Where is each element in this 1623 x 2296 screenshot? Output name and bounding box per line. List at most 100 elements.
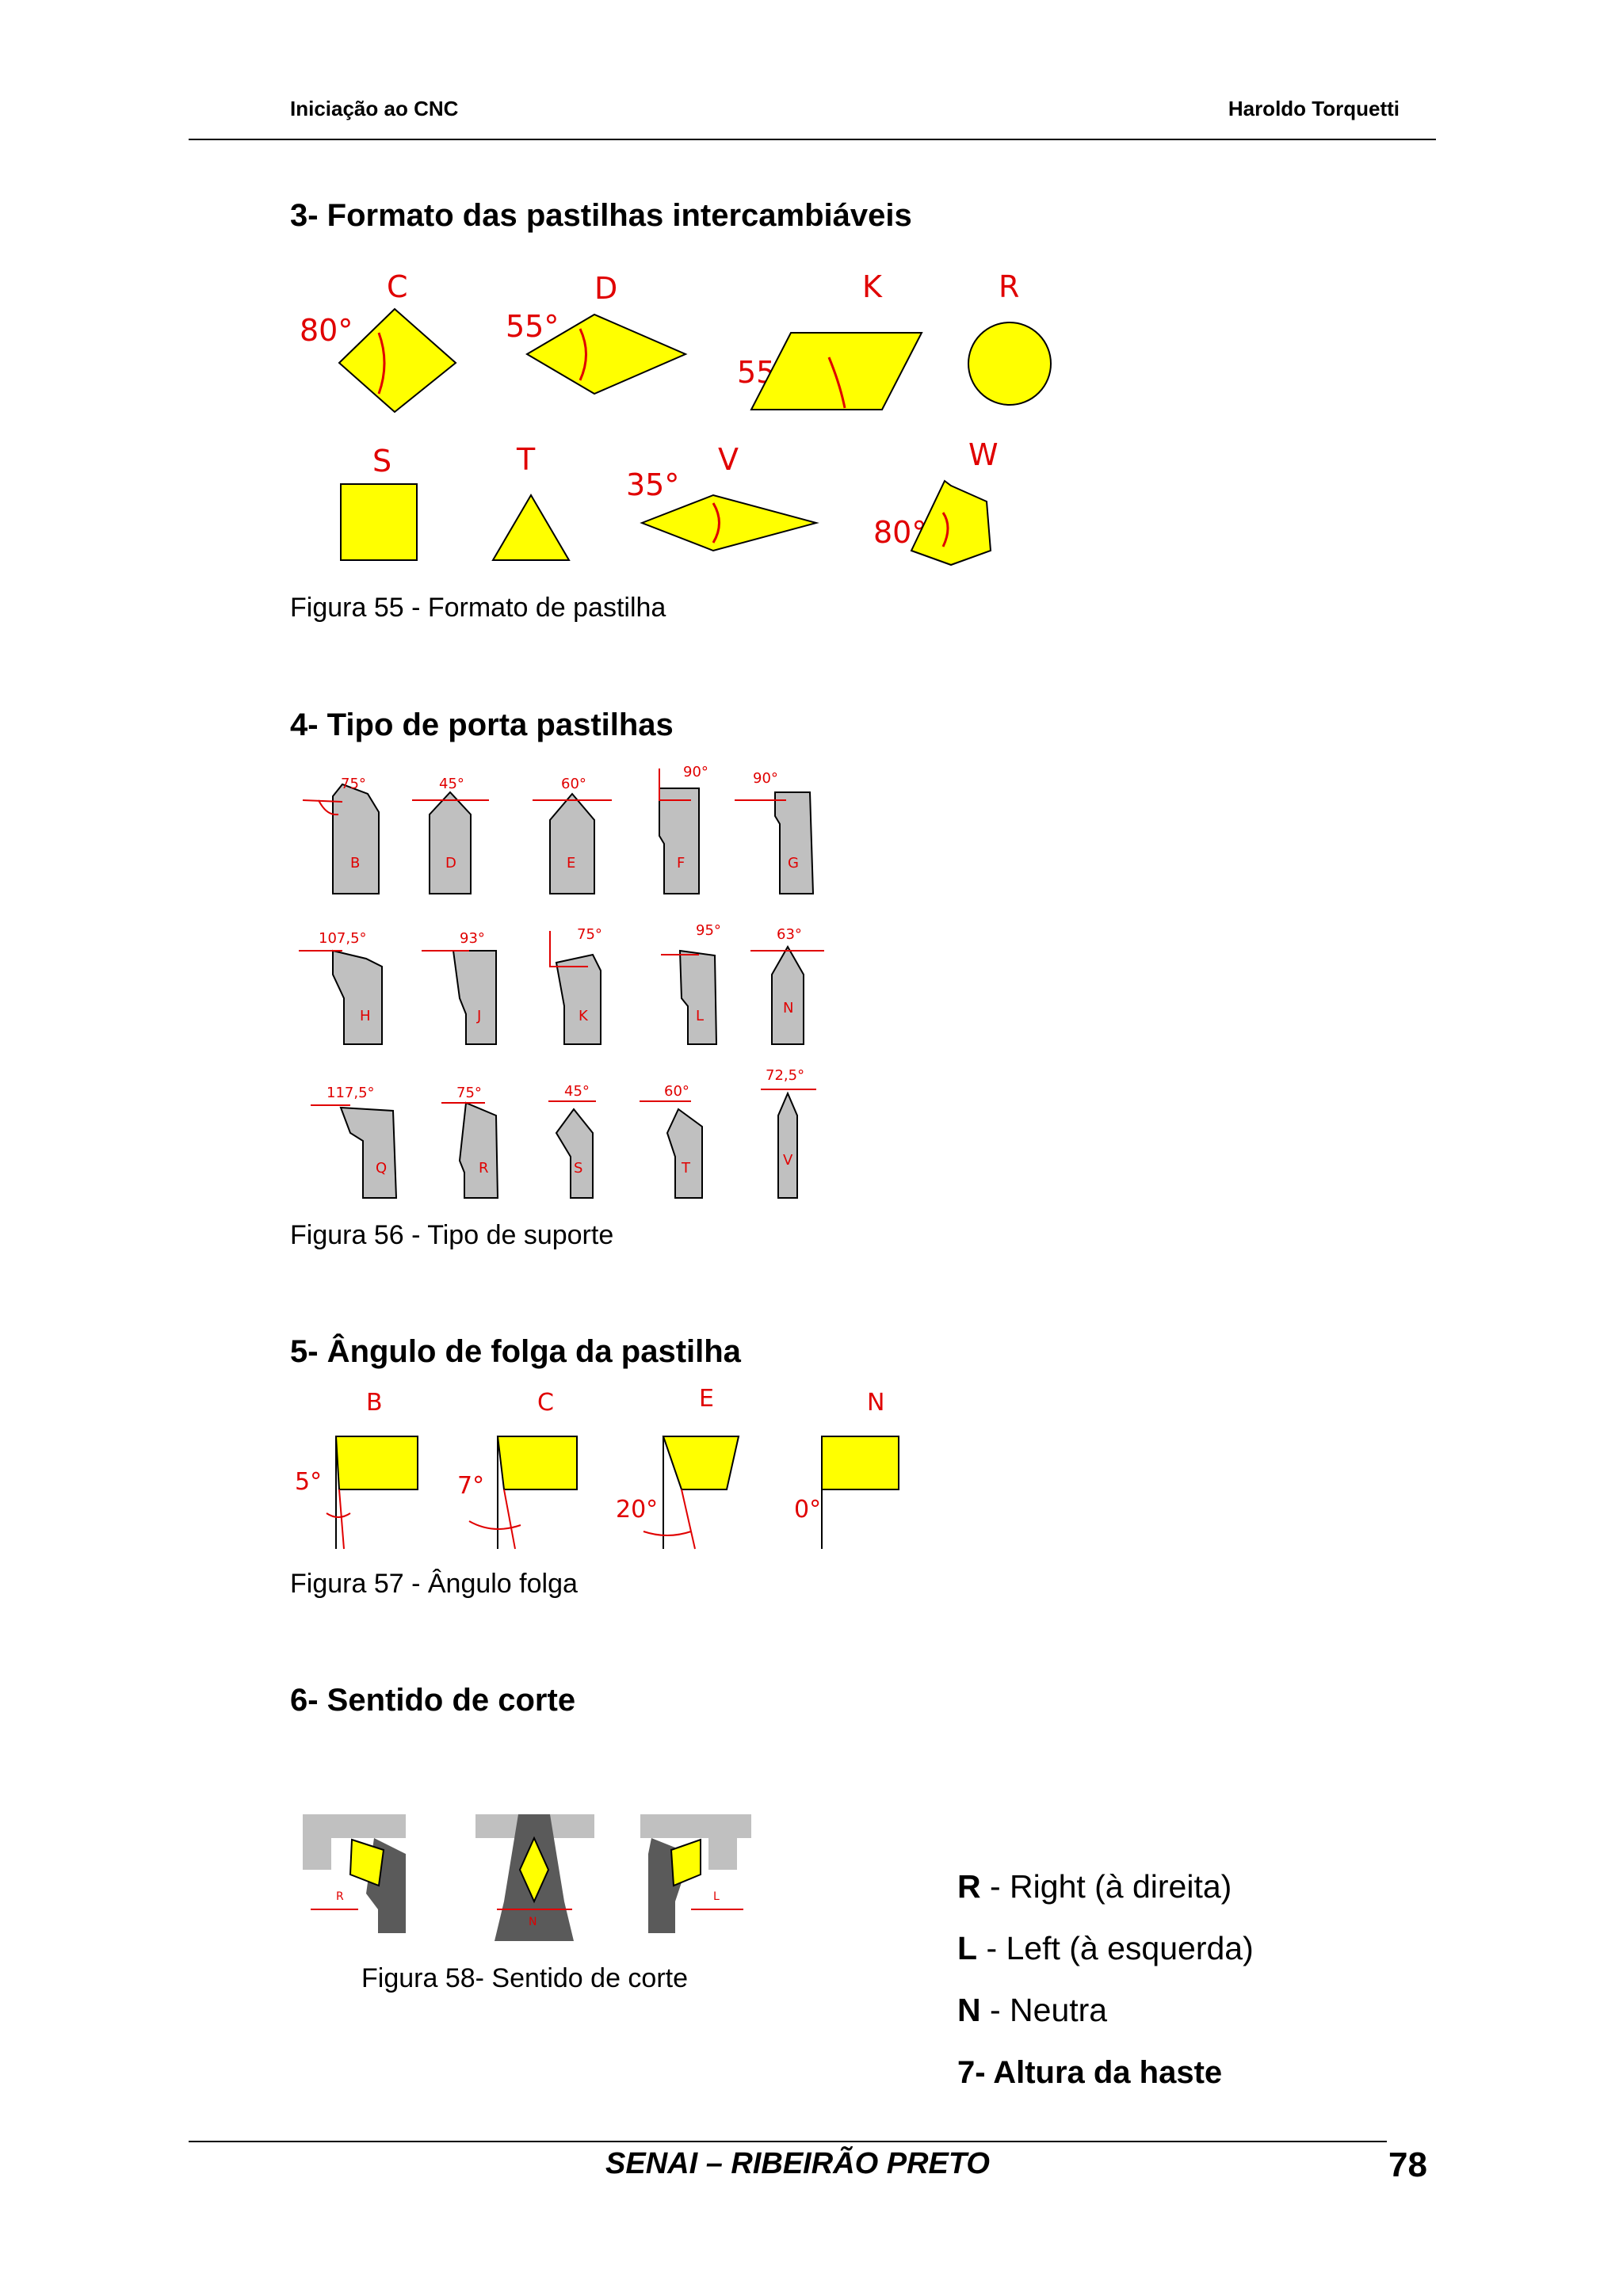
svg-text:E: E xyxy=(567,855,575,871)
section-3-title: 3- Formato das pastilhas intercambiáveis xyxy=(290,198,912,233)
svg-text:93°: 93° xyxy=(460,930,485,947)
clearance-label-c: C xyxy=(537,1389,554,1417)
holder-l: 95° L xyxy=(661,922,721,1045)
figure-58-cutting-direction: R N L xyxy=(295,1806,770,1949)
shape-label-s: S xyxy=(372,444,391,479)
figure-56-caption: Figura 56 - Tipo de suporte xyxy=(290,1220,614,1250)
svg-text:V: V xyxy=(783,1152,793,1169)
svg-text:R: R xyxy=(336,1890,344,1903)
section-5-title: 5- Ângulo de folga da pastilha xyxy=(290,1334,741,1369)
svg-text:60°: 60° xyxy=(664,1083,689,1100)
figure-56-holder-types: 75° B 45° D 60° E 90° F 90° G xyxy=(295,761,850,1200)
clearance-n-insert xyxy=(821,1436,899,1490)
svg-text:J: J xyxy=(476,1008,481,1024)
shape-angle-v: 35° xyxy=(626,467,679,502)
clearance-angle-b: 5° xyxy=(295,1468,322,1496)
figure-58-caption: Figura 58- Sentido de corte xyxy=(361,1963,689,1993)
svg-text:L: L xyxy=(713,1890,720,1903)
shape-label-r: R xyxy=(999,269,1019,304)
shape-angle-c: 80° xyxy=(300,313,353,348)
clearance-b-insert xyxy=(334,1436,418,1490)
svg-text:N: N xyxy=(783,1000,793,1016)
svg-text:117,5°: 117,5° xyxy=(327,1085,375,1101)
holder-d: 45° D xyxy=(412,776,489,894)
svg-text:90°: 90° xyxy=(683,764,708,780)
header-right: Haroldo Torquetti xyxy=(1228,97,1400,120)
svg-text:T: T xyxy=(681,1160,691,1177)
figure-57-caption: Figura 57 - Ângulo folga xyxy=(290,1569,578,1599)
section-6-title: 6- Sentido de corte xyxy=(290,1683,576,1718)
page-number: 78 xyxy=(1388,2145,1427,2184)
shape-angle-d: 55° xyxy=(506,309,559,344)
holder-f: 90° F xyxy=(659,764,708,894)
section-7-title: 7- Altura da haste xyxy=(957,2055,1223,2090)
shape-label-k: K xyxy=(862,269,883,304)
svg-text:75°: 75° xyxy=(341,776,366,792)
shape-d-rhombus xyxy=(525,313,688,395)
header-left: Iniciação ao CNC xyxy=(290,97,459,120)
svg-text:45°: 45° xyxy=(564,1083,590,1100)
clearance-label-e: E xyxy=(699,1385,714,1413)
svg-text:95°: 95° xyxy=(696,922,721,939)
holder-e: 60° E xyxy=(533,776,612,894)
holder-g: 90° G xyxy=(735,770,815,894)
shape-v-rhombus xyxy=(640,494,819,552)
section-4-title: 4- Tipo de porta pastilhas xyxy=(290,707,674,742)
direction-l-tool: L xyxy=(640,1814,751,1933)
clearance-label-n: N xyxy=(867,1389,884,1417)
svg-text:75°: 75° xyxy=(456,1085,482,1101)
legend-left: L - Left (à esquerda) xyxy=(957,1930,1254,1966)
holder-j: 93° J xyxy=(422,930,497,1045)
holder-b: 75° B xyxy=(302,776,380,894)
svg-text:G: G xyxy=(788,855,799,871)
direction-n-tool: N xyxy=(475,1814,594,1941)
shape-k-parallelogram xyxy=(750,332,923,410)
clearance-c-insert xyxy=(496,1436,578,1490)
shape-s-square xyxy=(340,483,418,561)
shape-w-trigon xyxy=(910,479,992,566)
holder-q: 117,5° Q xyxy=(311,1085,398,1199)
shape-r-circle xyxy=(968,322,1052,406)
shape-t-triangle xyxy=(491,494,571,561)
svg-text:B: B xyxy=(350,855,360,871)
holder-n: 63° N xyxy=(750,926,824,1045)
svg-text:N: N xyxy=(529,1916,537,1928)
holder-k: 75° K xyxy=(549,926,602,1045)
figure-55-insert-shapes: C 80° D 55° K 55° R S T V 35° W 80° xyxy=(293,265,1070,566)
svg-text:D: D xyxy=(445,855,456,871)
svg-text:72,5°: 72,5° xyxy=(766,1067,804,1084)
svg-text:45°: 45° xyxy=(439,776,464,792)
legend-right: R - Right (à direita) xyxy=(957,1868,1232,1905)
svg-text:75°: 75° xyxy=(577,926,602,943)
footer-institution: SENAI – RIBEIRÃO PRETO xyxy=(605,2147,990,2180)
direction-r-tool: R xyxy=(303,1814,406,1933)
clearance-label-b: B xyxy=(366,1389,383,1417)
holder-r: 75° R xyxy=(441,1085,499,1199)
shape-label-w: W xyxy=(968,437,999,472)
header-rule xyxy=(189,139,1436,140)
svg-text:L: L xyxy=(696,1008,704,1024)
holder-s: 45° S xyxy=(548,1083,596,1199)
svg-text:H: H xyxy=(360,1008,371,1024)
svg-text:107,5°: 107,5° xyxy=(319,930,367,947)
clearance-e-insert xyxy=(662,1436,740,1490)
shape-label-c: C xyxy=(387,269,408,304)
figure-57-clearance-angles: B 5° C 7° E 20° N 0° xyxy=(295,1383,913,1557)
holder-t: 60° T xyxy=(640,1083,703,1199)
shape-label-d: D xyxy=(594,271,617,306)
svg-text:F: F xyxy=(677,855,685,871)
figure-55-caption: Figura 55 - Formato de pastilha xyxy=(290,593,666,623)
svg-text:S: S xyxy=(574,1160,582,1177)
svg-text:63°: 63° xyxy=(777,926,802,943)
holder-h: 107,5° H xyxy=(299,930,383,1045)
svg-text:R: R xyxy=(479,1160,489,1177)
shape-label-v: V xyxy=(718,442,739,477)
shape-c-rhombus xyxy=(338,307,457,414)
svg-text:Q: Q xyxy=(376,1160,387,1177)
clearance-angle-n: 0° xyxy=(794,1496,821,1524)
shape-label-t: T xyxy=(516,442,536,477)
svg-text:60°: 60° xyxy=(561,776,586,792)
legend-neutral: N - Neutra xyxy=(957,1992,1108,2028)
svg-text:K: K xyxy=(579,1008,589,1024)
footer-rule xyxy=(189,2141,1387,2142)
